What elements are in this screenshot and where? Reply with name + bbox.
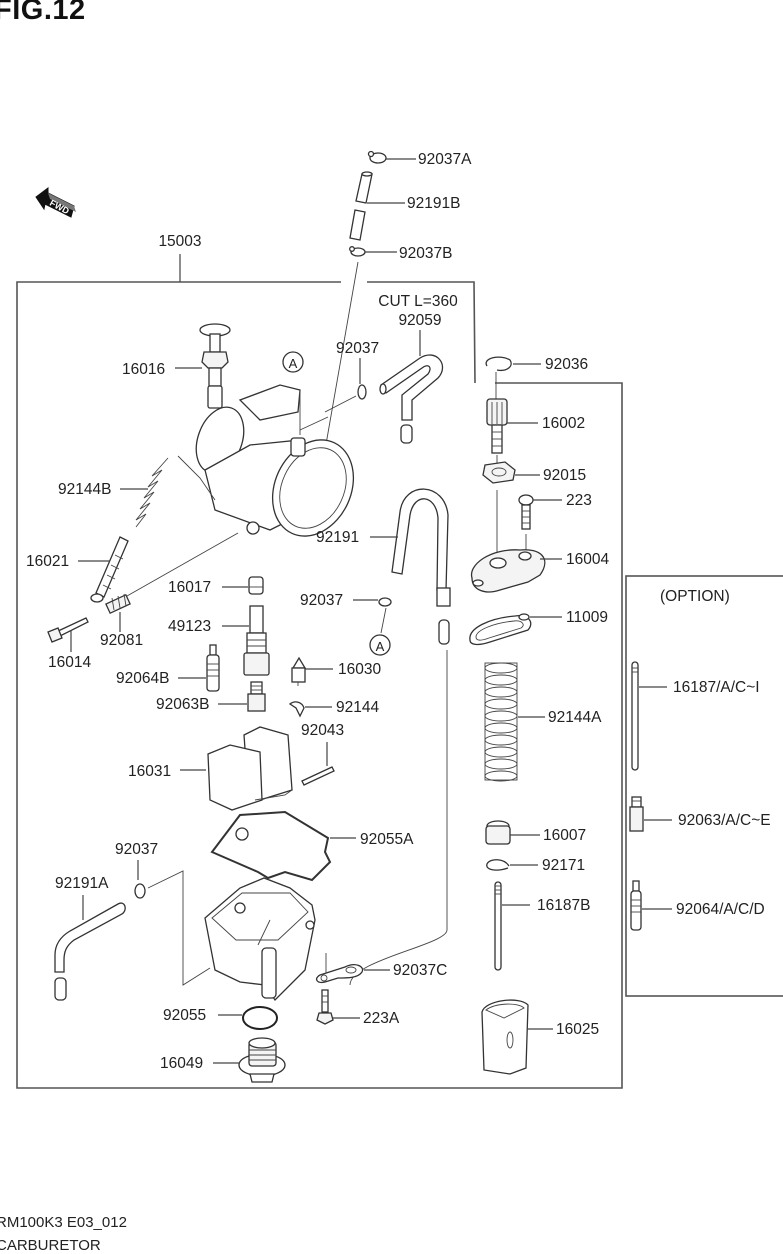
part-92015 — [482, 461, 540, 555]
part-92037-mid: A — [353, 597, 392, 656]
part-92037-top — [324, 358, 367, 413]
callout-92036: 92036 — [545, 356, 588, 373]
part-92037-low — [134, 860, 211, 986]
part-92191B — [349, 171, 405, 241]
part-16004 — [470, 549, 562, 593]
part-16187B — [494, 881, 530, 971]
part-92055A — [210, 810, 356, 882]
figure-name: CARBURETOR — [0, 1237, 101, 1254]
callout-92171: 92171 — [542, 857, 585, 874]
callout-92191: 92191 — [316, 529, 359, 546]
part-223 — [518, 494, 562, 555]
part-16007 — [485, 820, 540, 845]
callout-16030: 16030 — [338, 661, 381, 678]
callout-92191A: 92191A — [55, 875, 109, 892]
callout-92037C: 92037C — [393, 962, 447, 979]
callout-15003: 15003 — [158, 233, 201, 250]
callout-92043: 92043 — [301, 722, 344, 739]
part-92144 — [288, 701, 332, 718]
part-16025 — [481, 999, 553, 1075]
callout-92015: 92015 — [543, 467, 586, 484]
part-16030 — [291, 656, 333, 686]
part-16031 — [180, 726, 293, 811]
reference-a-mid-marker — [369, 634, 391, 656]
part-92144A — [484, 662, 545, 782]
callout-49123: 49123 — [168, 618, 211, 635]
option-part-16187 — [631, 661, 667, 771]
callout-92037-mid: 92037 — [300, 592, 343, 609]
callout-16187B: 16187B — [537, 897, 590, 914]
part-16017 — [222, 576, 264, 595]
part-92081 — [105, 593, 131, 632]
reference-a-top: A — [289, 356, 298, 371]
part-16014 — [47, 617, 89, 652]
part-92037C — [315, 953, 390, 984]
part-92063B — [218, 681, 266, 712]
callout-92037B: 92037B — [399, 245, 452, 262]
part-carburetor-body: A — [119, 351, 355, 601]
callout-16025: 16025 — [556, 1021, 599, 1038]
callout-92037A: 92037A — [418, 151, 472, 168]
option-box-title: (OPTION) — [660, 588, 730, 605]
forward-arrow-icon: FWD — [35, 187, 76, 218]
reference-a-mid: A — [376, 639, 385, 654]
part-49123 — [222, 605, 270, 676]
callout-92191B: 92191B — [407, 195, 460, 212]
callout-92064B: 92064B — [116, 670, 169, 687]
part-16016 — [175, 323, 231, 409]
part-92043 — [301, 742, 335, 786]
callout-option-16187: 16187/A/C~I — [673, 679, 760, 696]
part-16002 — [486, 398, 538, 468]
callout-16049: 16049 — [160, 1055, 203, 1072]
part-float-bowl — [204, 877, 316, 1002]
option-box — [625, 575, 783, 997]
callout-92055A: 92055A — [360, 831, 414, 848]
callout-16002: 16002 — [542, 415, 585, 432]
part-92191A — [54, 895, 126, 1001]
part-92171 — [486, 859, 538, 871]
figure-title: FIG.12 — [0, 0, 86, 26]
option-part-92064 — [630, 880, 672, 931]
callout-11009: 11009 — [566, 609, 608, 626]
part-11009 — [469, 613, 562, 646]
option-part-92063 — [629, 796, 672, 832]
part-92144B — [120, 455, 216, 528]
callout-92144B: 92144B — [58, 481, 111, 498]
callout-223: 223 — [566, 492, 592, 509]
reference-a-top-marker — [282, 351, 304, 373]
callout-option-92064: 92064/A/C/D — [676, 901, 765, 918]
part-92036 — [485, 356, 541, 400]
callout-92144A: 92144A — [548, 709, 602, 726]
part-92191 — [349, 488, 451, 986]
callout-92081: 92081 — [100, 632, 143, 649]
callout-16017: 16017 — [168, 579, 211, 596]
callout-16004: 16004 — [566, 551, 609, 568]
callout-92144: 92144 — [336, 699, 379, 716]
part-92059 — [379, 330, 444, 444]
callout-92059: 92059 — [398, 312, 441, 329]
part-16049 — [213, 1037, 286, 1083]
callout-92037-low: 92037 — [115, 841, 158, 858]
figure-code: RM100K3 E03_012 — [0, 1214, 127, 1231]
part-16021 — [78, 536, 129, 603]
part-92064B — [178, 644, 220, 692]
callout-option-92063: 92063/A/C~E — [678, 812, 771, 829]
callout-92037-top: 92037 — [336, 340, 379, 357]
callout-16016: 16016 — [122, 361, 165, 378]
callout-223A: 223A — [363, 1010, 400, 1027]
part-92037B — [324, 246, 397, 451]
part-92037A — [367, 150, 416, 164]
part-92055 — [218, 1006, 278, 1030]
callout-16007: 16007 — [543, 827, 586, 844]
callout-16021: 16021 — [26, 553, 69, 570]
cut-length-note: CUT L=360 — [378, 293, 458, 310]
callout-92055: 92055 — [163, 1007, 206, 1024]
part-223A — [316, 989, 360, 1025]
assembly-frame-15003 — [16, 254, 623, 1089]
callout-16031: 16031 — [128, 763, 171, 780]
callout-16014: 16014 — [48, 654, 91, 671]
callout-92063B: 92063B — [156, 696, 209, 713]
